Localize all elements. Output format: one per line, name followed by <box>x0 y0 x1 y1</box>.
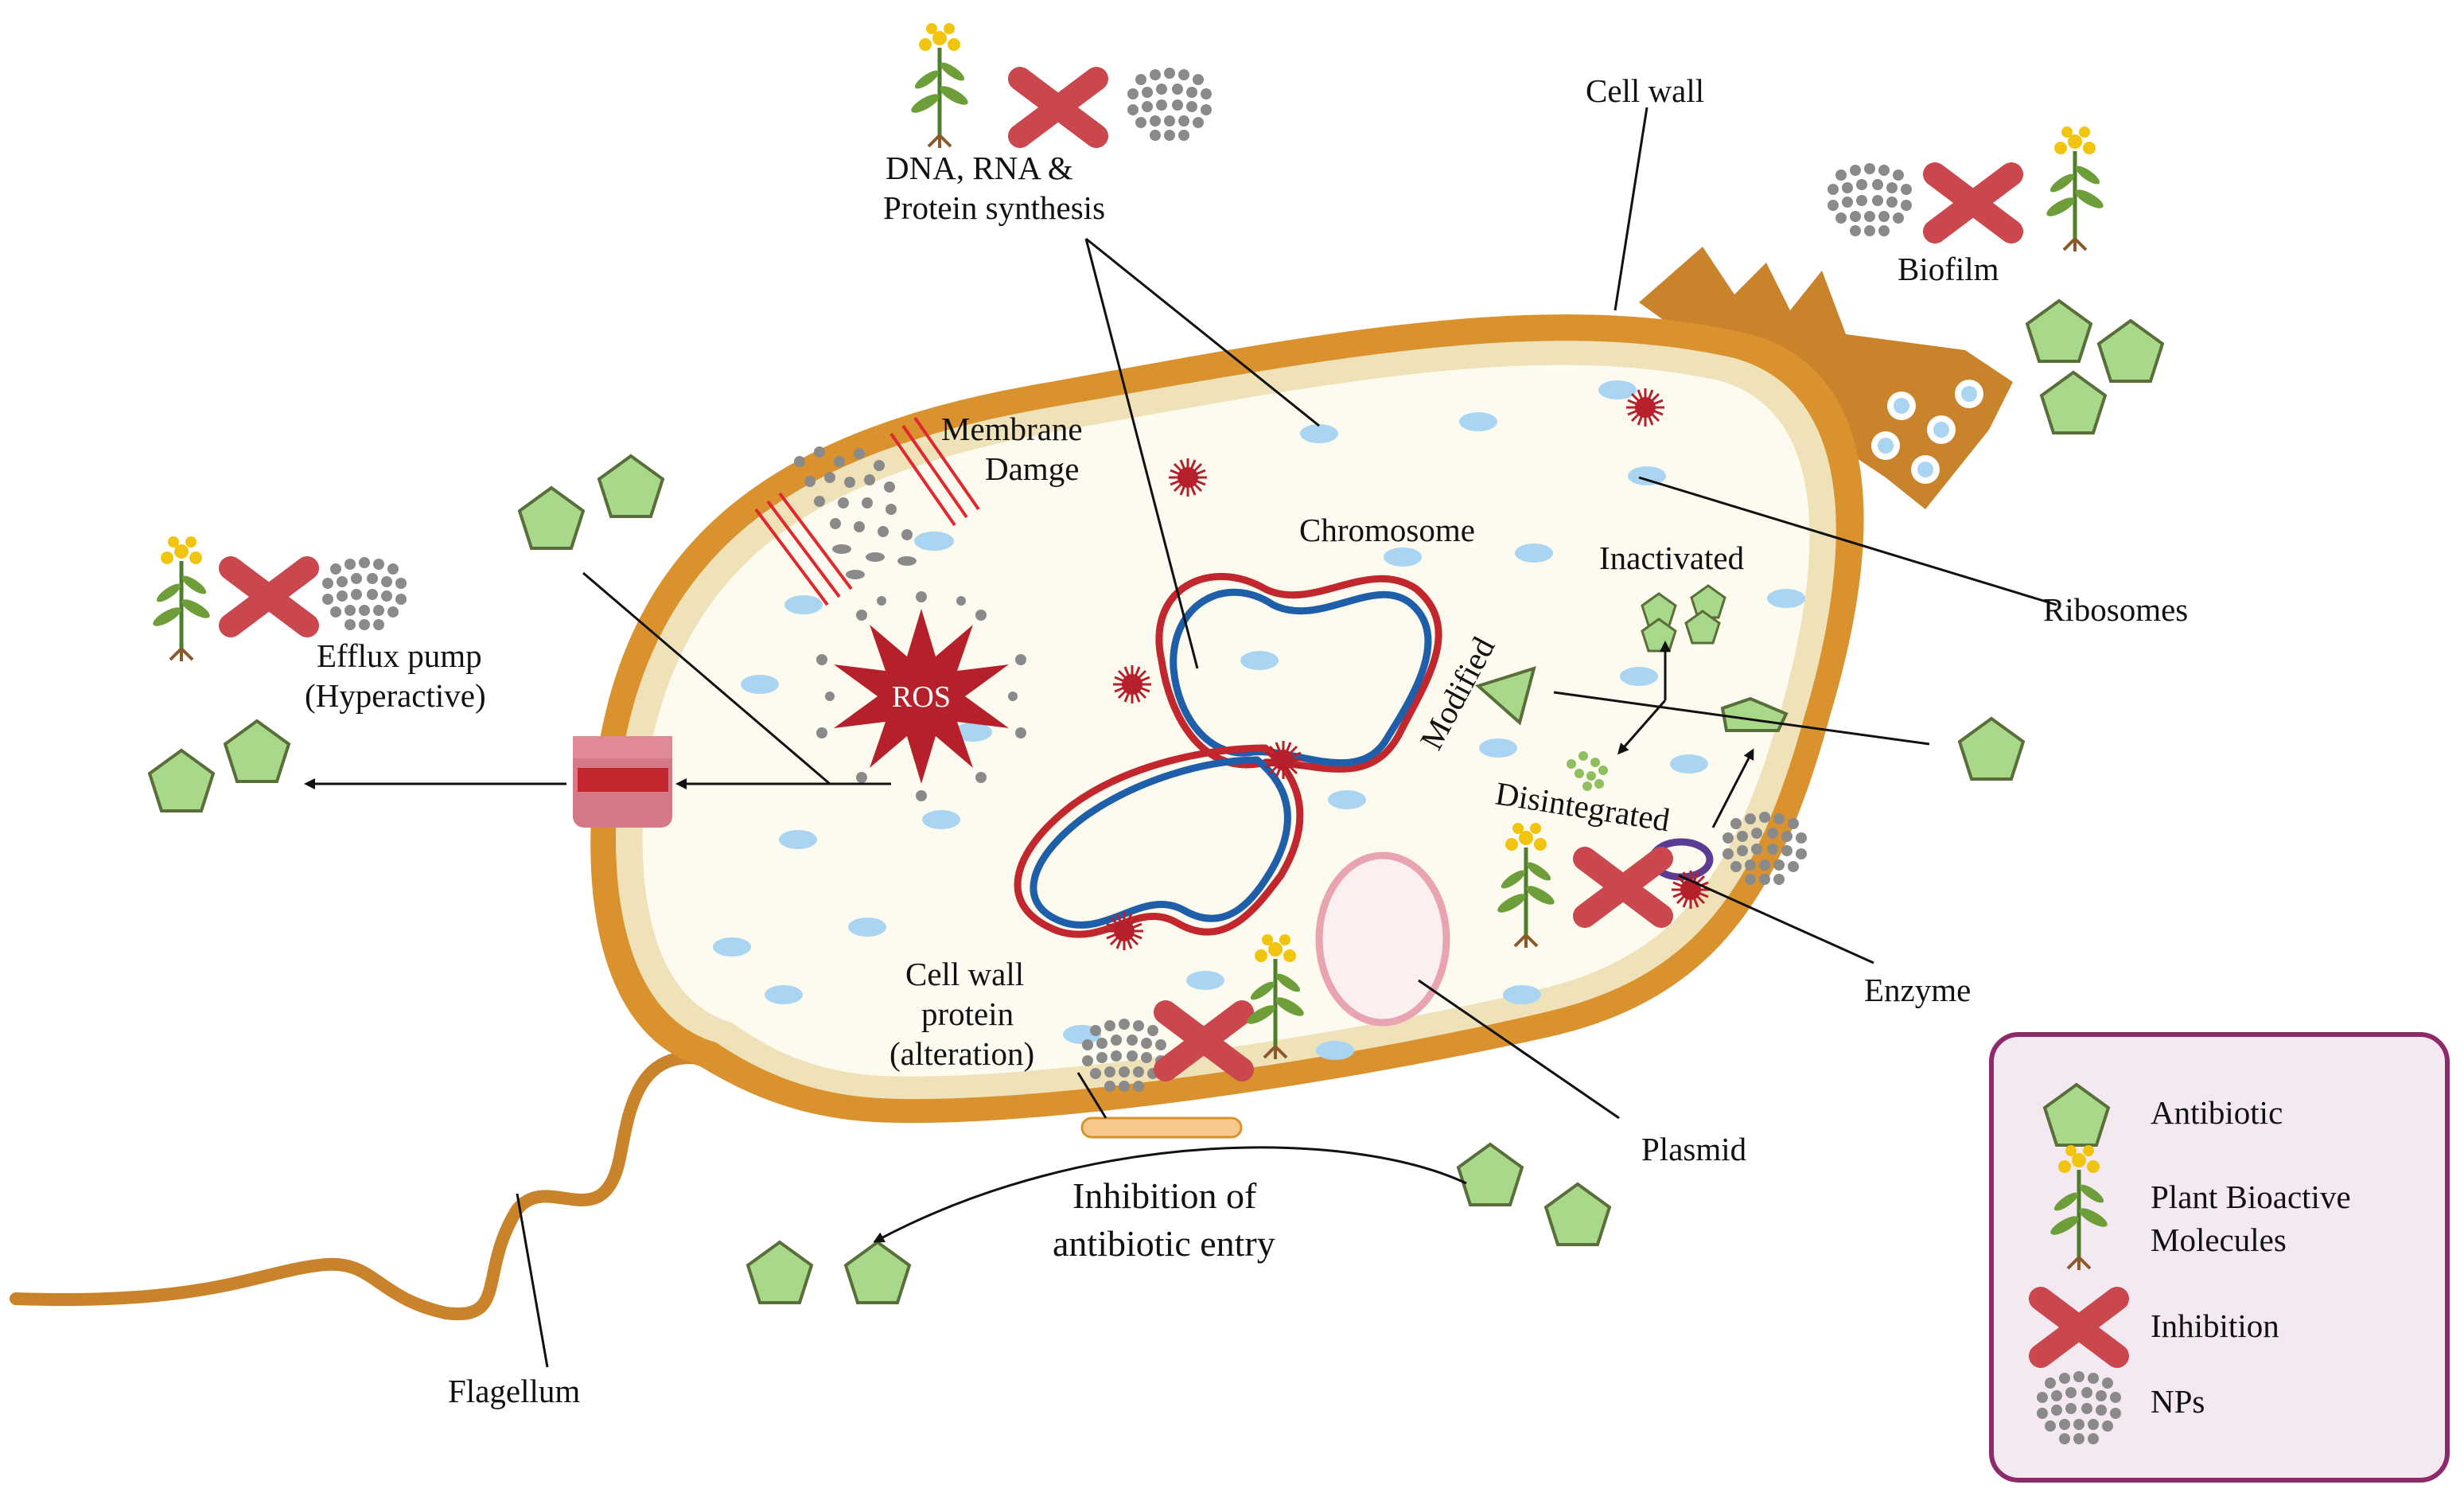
antibiotic <box>2040 371 2107 434</box>
legend-antibiotic-label: Antibiotic <box>2151 1094 2283 1131</box>
chromosome-damage-3 <box>1104 910 1145 952</box>
label-hyperactive: (Hyperactive) <box>305 677 486 714</box>
antibiotic <box>844 1241 911 1304</box>
antibiotic <box>1958 717 2025 781</box>
label-chromosome: Chromosome <box>1299 512 1475 548</box>
inhibition-icon <box>231 568 307 625</box>
label-plasmid: Plasmid <box>1641 1131 1746 1167</box>
legend-plant-label-1: Plant Bioactive <box>2151 1179 2351 1215</box>
chromosome-dna <box>1014 573 1442 938</box>
label-enzyme: Enzyme <box>1864 972 1971 1008</box>
label-antibiotic-entry: antibiotic entry <box>1053 1223 1275 1264</box>
ribosome-damage-2 <box>1625 387 1666 428</box>
modified-antibiotic <box>1475 666 1536 726</box>
inhibition-icon <box>1020 79 1096 136</box>
antibiotic <box>746 1241 813 1304</box>
arrows <box>304 641 1754 1243</box>
label-dna-rna: DNA, RNA & <box>886 150 1073 186</box>
legend-box <box>1989 1032 2450 1483</box>
cell-wall-protein <box>1080 1116 1243 1139</box>
label-inactivated: Inactivated <box>1599 540 1744 576</box>
antibiotic <box>148 749 215 812</box>
label-inhibition-of: Inhibition of <box>1072 1175 1257 1216</box>
label-biofilm: Biofilm <box>1898 251 1999 287</box>
label-cell-wall-protein-2: protein <box>921 996 1014 1032</box>
label-cell-wall: Cell wall <box>1586 72 1704 109</box>
antibiotic <box>1544 1183 1611 1246</box>
biofilm-structure <box>1639 247 2013 509</box>
membrane-damage-marks <box>754 416 980 606</box>
ros-star <box>816 591 1026 801</box>
inhibition-icon <box>1935 174 2011 232</box>
efflux-pump <box>573 736 672 828</box>
legend: Antibiotic Plant Bioactive Molecules Inh… <box>1989 1032 2450 1483</box>
nps-icon <box>1828 163 1912 236</box>
legend-nps-label: NPs <box>2151 1383 2205 1420</box>
disintegrated-fragments <box>1567 751 1608 791</box>
antibiotic <box>1457 1143 1524 1206</box>
antibiotic <box>2097 319 2164 383</box>
nps-icon <box>322 557 407 630</box>
ribosomes-group <box>713 380 1805 1060</box>
nps-icon <box>1127 68 1212 141</box>
leader-lines <box>516 107 2057 1368</box>
plasmid <box>1315 851 1450 1027</box>
label-efflux-pump: Efflux pump <box>317 637 482 674</box>
label-cell-wall-protein-1: Cell wall <box>905 956 1024 992</box>
antibiotic <box>224 719 290 783</box>
ribosome-damage-1 <box>1167 457 1209 498</box>
ros-label: ROS <box>892 680 951 714</box>
plant-icon <box>150 536 212 661</box>
flagellum <box>10 1051 707 1321</box>
label-membrane: Membrane <box>941 411 1083 447</box>
label-ribosomes: Ribosomes <box>2043 591 2188 628</box>
biofilm-vesicles <box>1871 380 1983 484</box>
label-cell-wall-protein-3: (alteration) <box>889 1035 1034 1072</box>
enzyme-damage <box>1670 869 1711 910</box>
antibiotic <box>598 454 664 518</box>
label-protein-synthesis: Protein synthesis <box>883 189 1105 226</box>
membrane-damage-nps <box>794 446 917 579</box>
legend-inhibition-label: Inhibition <box>2151 1307 2279 1344</box>
label-damage: Damge <box>985 450 1079 487</box>
antibiotic <box>2026 299 2092 363</box>
antibiotic <box>518 486 585 550</box>
chromosome-damage-2 <box>1263 739 1304 781</box>
legend-plant-label-2: Molecules <box>2151 1222 2287 1258</box>
chromosome-damage-1 <box>1111 664 1153 705</box>
plant-icon <box>2044 127 2106 251</box>
plant-icon <box>909 23 971 148</box>
label-flagellum: Flagellum <box>448 1373 580 1409</box>
